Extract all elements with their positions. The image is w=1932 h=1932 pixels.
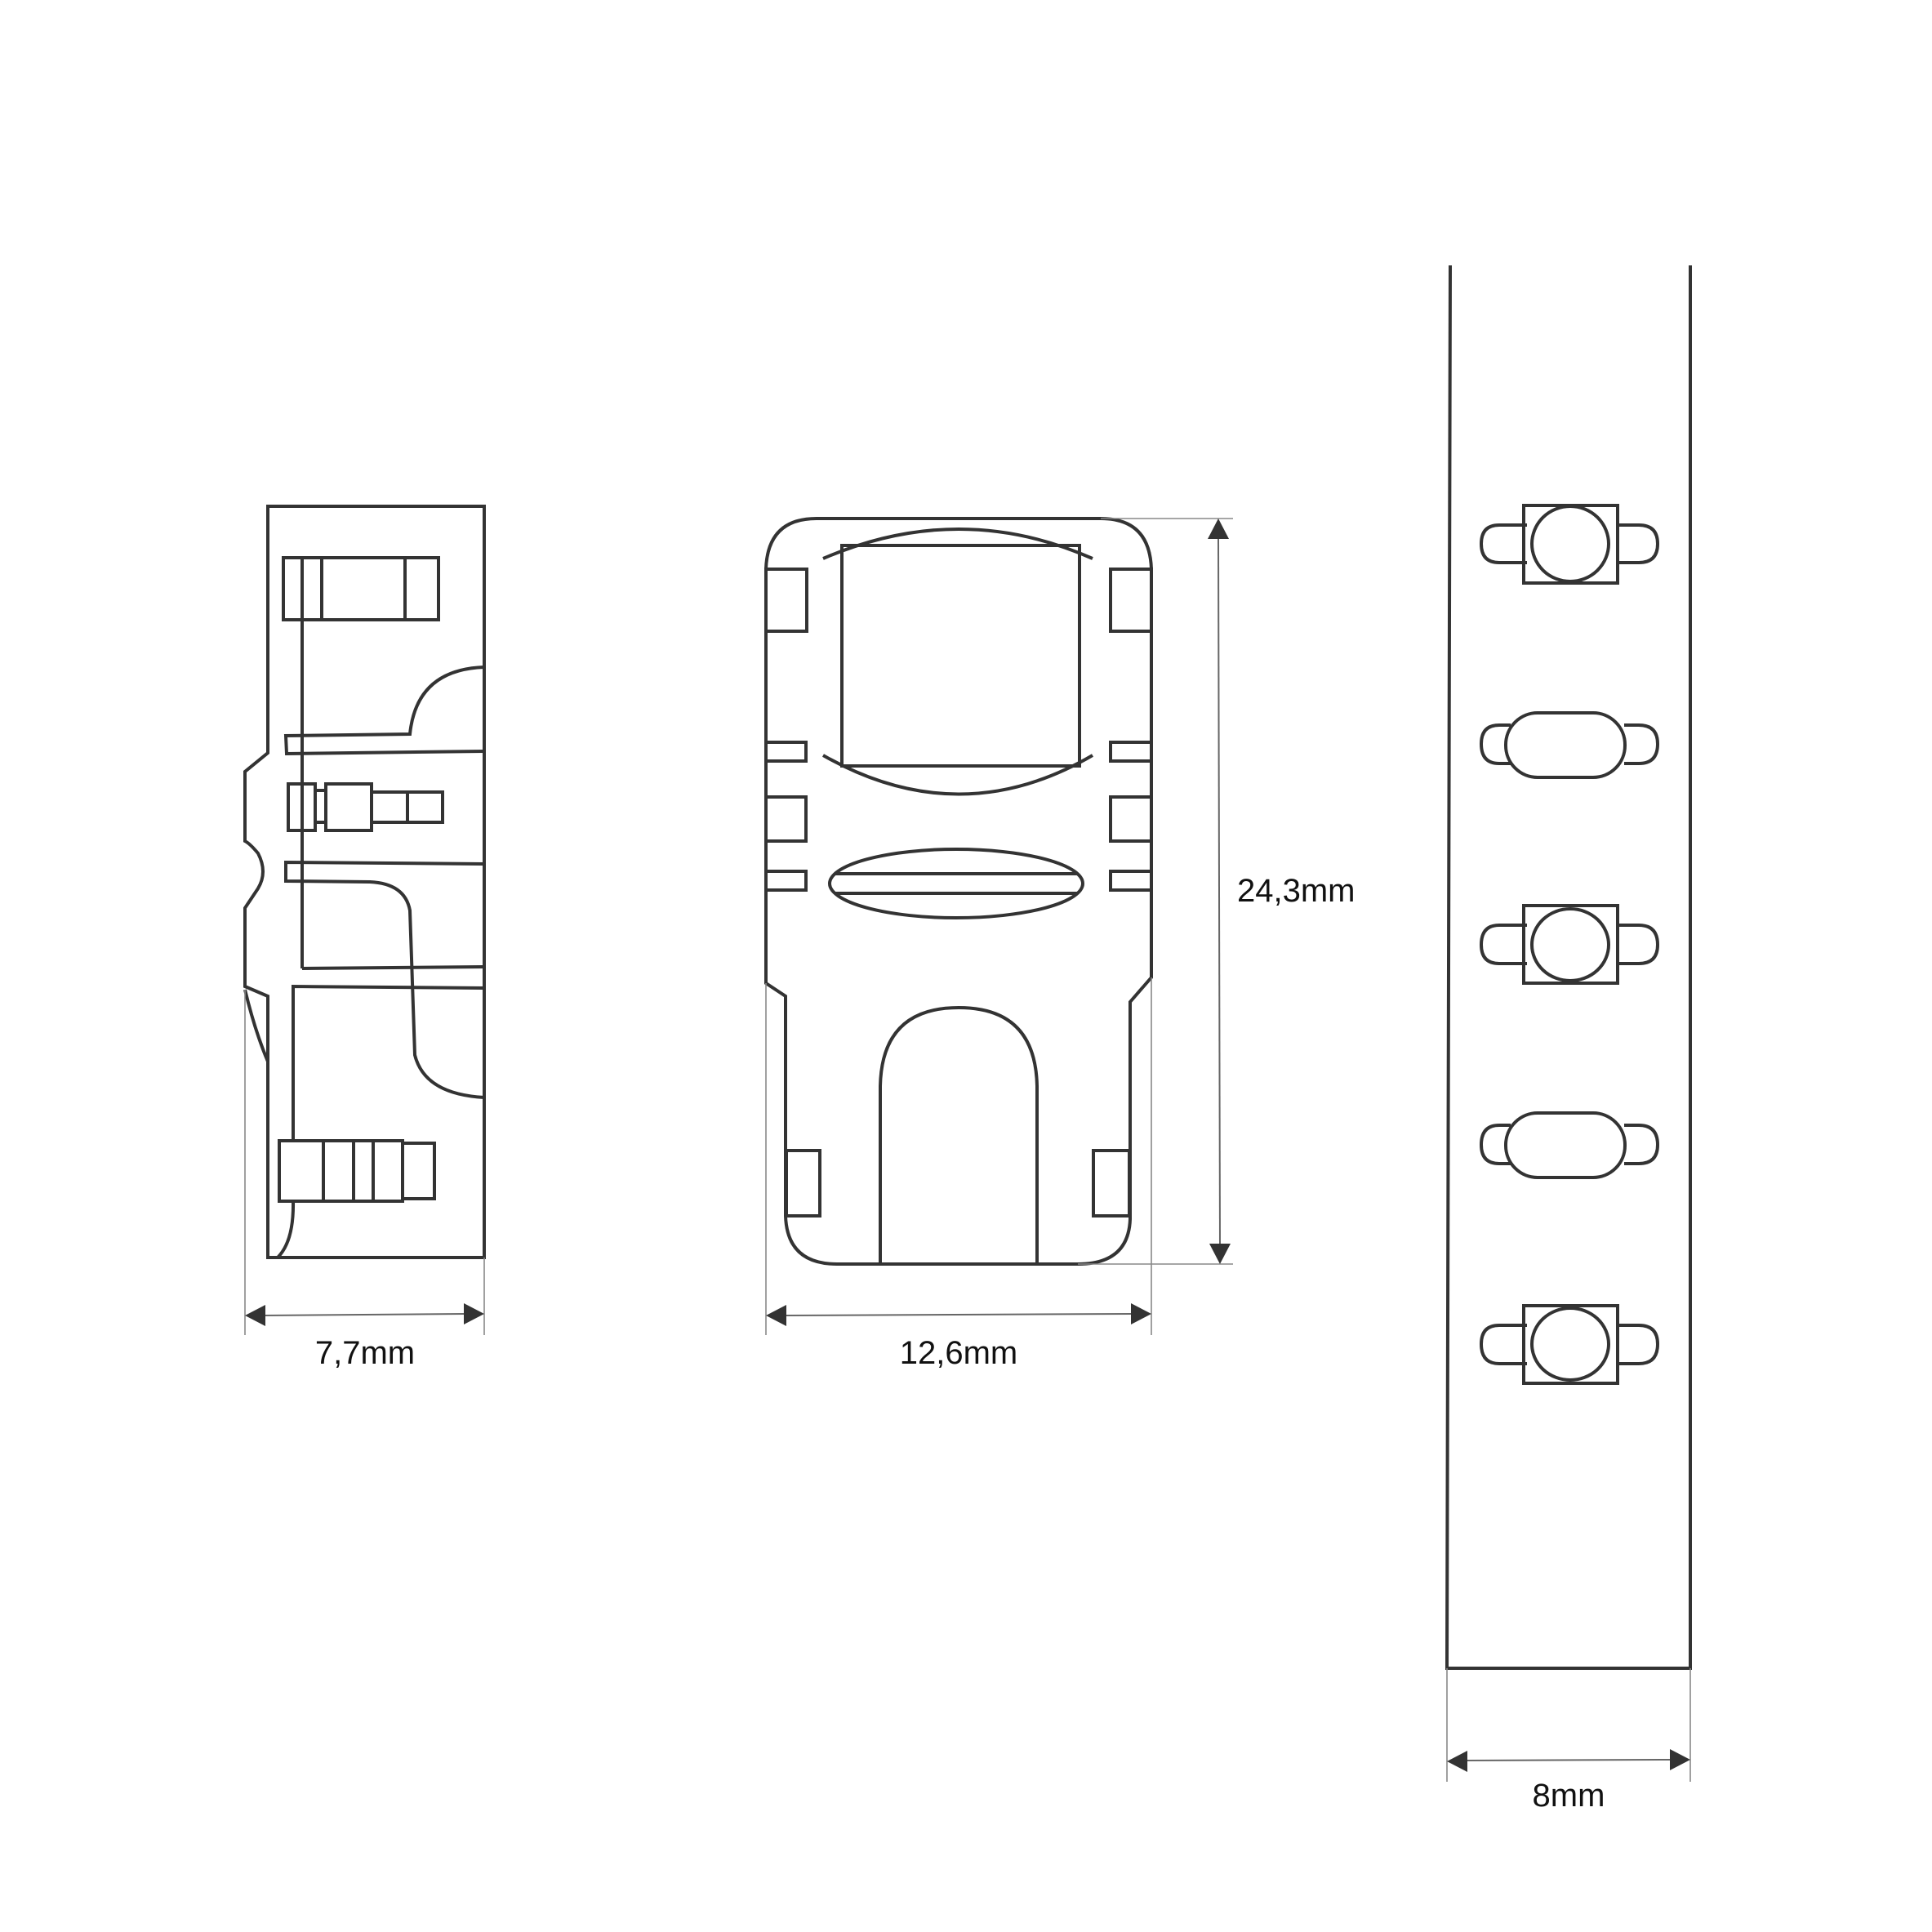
side-view-bottom-terminal: [278, 1139, 436, 1203]
led-oval-lens: [1479, 711, 1660, 779]
front-view-oval-latch: [828, 848, 1084, 919]
led-round-lens: [1479, 1304, 1660, 1385]
strip-outline: [1445, 265, 1692, 1670]
front-view-top-window: [822, 528, 1094, 796]
arrow-left-icon: [245, 1305, 265, 1326]
side-view-body-outline: [243, 505, 486, 1259]
front-view-height-label: 24,3mm: [1237, 873, 1356, 909]
side-view-lower-edge: [243, 989, 269, 1062]
side-view-width-dimension: [244, 990, 485, 1335]
front-view-width-label: 12,6mm: [900, 1335, 1018, 1371]
led-round-lens: [1479, 904, 1660, 985]
side-view-upper-finger: [283, 666, 485, 756]
strip-width-dimension: [1446, 1668, 1691, 1782]
front-view-width-dimension: [765, 977, 1152, 1335]
strip-view: 8mm: [1445, 265, 1692, 1814]
side-view-middle-pin: [287, 782, 444, 832]
led-oval-lens: [1479, 1111, 1660, 1179]
front-view-arch-opening: [879, 1005, 1039, 1264]
front-view: 24,3mm 12,6mm: [764, 517, 1356, 1371]
side-view-lower-finger: [284, 860, 485, 1099]
side-view-inner-frame: [292, 984, 485, 1141]
side-view-width-label: 7,7mm: [315, 1335, 415, 1371]
front-view-height-dimension: [1078, 518, 1233, 1265]
strip-width-label: 8mm: [1533, 1778, 1605, 1814]
side-view-top-terminal: [282, 556, 440, 621]
arrow-right-icon: [1131, 1303, 1151, 1324]
arrow-down-icon: [1209, 1244, 1231, 1264]
arrow-right-icon: [464, 1303, 484, 1324]
front-view-side-slots: [764, 568, 1153, 1218]
arrow-right-icon: [1670, 1749, 1690, 1770]
side-view: 7,7mm: [243, 505, 486, 1371]
arrow-left-icon: [1447, 1751, 1467, 1772]
side-view-bottom-curve: [276, 1200, 296, 1259]
side-view-inner-loop: [301, 965, 485, 970]
arrow-up-icon: [1208, 519, 1229, 539]
led-round-lens: [1479, 504, 1660, 585]
arrow-left-icon: [766, 1305, 786, 1326]
